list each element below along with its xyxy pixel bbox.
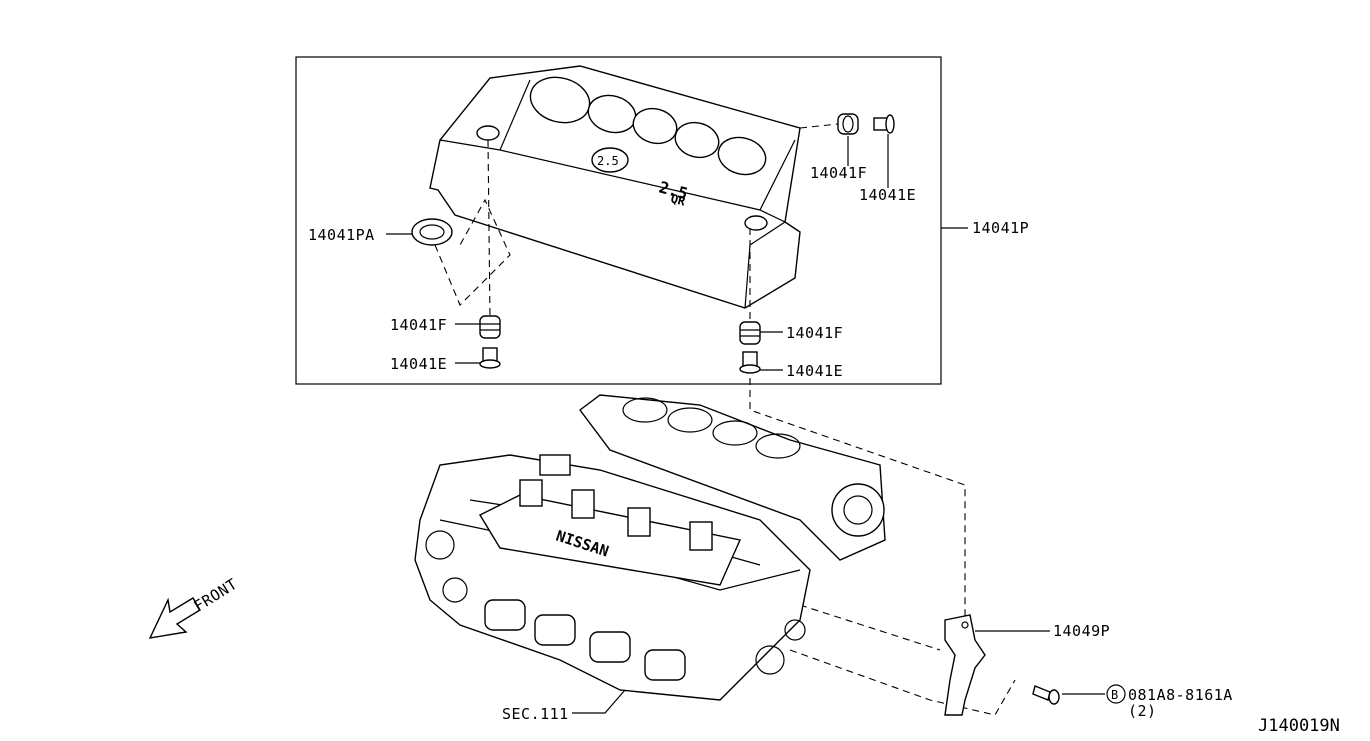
callout-ornament[interactable]: 14041PA [308,226,375,244]
callout-bracket-bolt-qty: (2) [1128,702,1157,720]
cover-ornament[interactable] [411,218,453,246]
bracket-bolt[interactable] [1032,685,1060,705]
bolt-type-marker: B [1106,684,1126,704]
ornament-dash-path [434,198,511,306]
nissan-emblem-icon [591,147,629,173]
cover-group-frame [295,56,942,385]
bracket[interactable] [944,614,986,716]
leader-line [572,689,626,714]
bolt-right[interactable] [739,351,761,374]
bolt-type-marker-letter: B [1111,688,1118,702]
diagram-code: J140019N [1258,716,1340,736]
cover-text-small: 2.5 [597,154,619,168]
front-arrow-icon [148,597,201,639]
callout-grommet-left[interactable]: 14041F [390,316,447,334]
callout-bracket-bolt[interactable]: 081A8-8161A [1128,686,1233,704]
engine-mount-dash [749,378,966,620]
callout-bolt-right[interactable]: 14041E [786,362,843,380]
engine-cover[interactable]: 2.5 2.5 QR [429,65,801,309]
grommet-top[interactable] [837,113,859,135]
callout-grommet-right[interactable]: 14041F [786,324,843,342]
callout-bolt-top[interactable]: 14041E [859,186,916,204]
top-mount-dash [799,123,839,129]
callout-bracket[interactable]: 14049P [1053,622,1110,640]
grommet-right[interactable] [739,321,761,345]
bolt-left[interactable] [479,347,501,369]
callout-section-ref[interactable]: SEC.111 [502,705,569,723]
bolt-top[interactable] [873,114,895,134]
callout-grommet-top[interactable]: 14041F [810,164,867,182]
cover-engine-code-text: QR [669,191,687,208]
callout-bolt-left[interactable]: 14041E [390,355,447,373]
bracket-dash-1 [799,604,941,651]
front-label: FRONT [191,575,241,616]
callout-cover[interactable]: 14041P [972,219,1029,237]
engine-assembly[interactable]: NISSAN [414,394,886,701]
left-mount-dash [487,139,491,319]
grommet-left[interactable] [479,315,501,339]
